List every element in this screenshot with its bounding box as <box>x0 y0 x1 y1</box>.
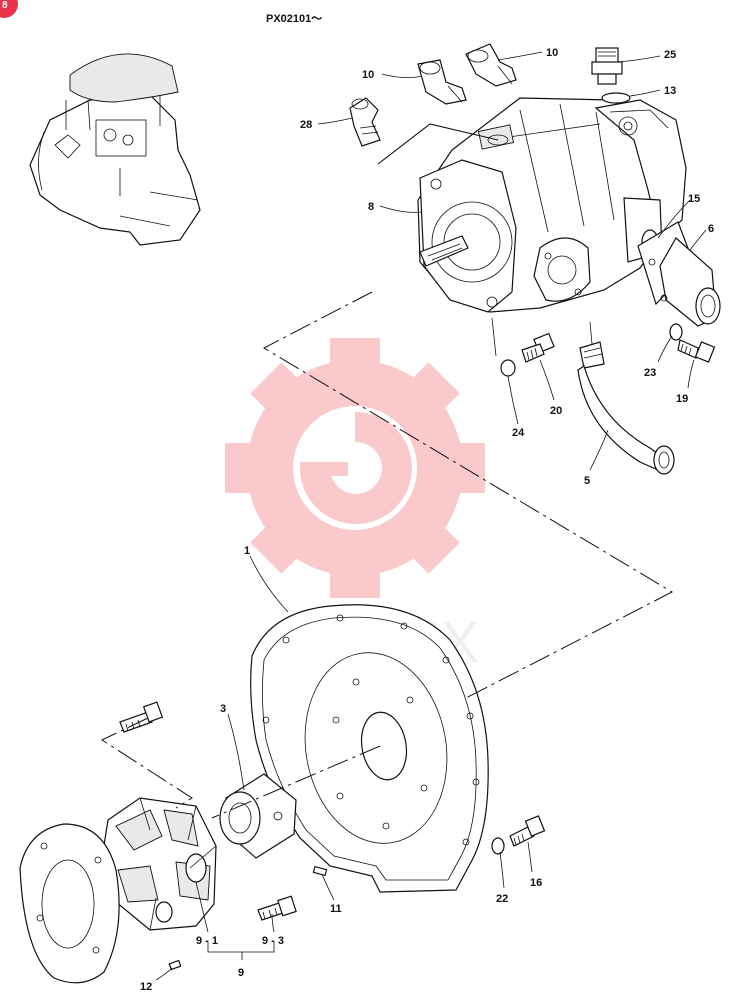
bolt-16 <box>509 815 546 847</box>
straight-fitting-25 <box>591 47 623 85</box>
callout-9: 9 <box>238 967 244 979</box>
callout-16: 16 <box>530 877 542 889</box>
callout-28: 28 <box>300 119 312 131</box>
bolt-upper-left <box>119 701 164 733</box>
corner-badge-text: 8 <box>2 0 8 11</box>
watermark-gear-icon <box>225 338 485 598</box>
washer-23 <box>669 323 683 341</box>
elbow-fitting-28 <box>349 97 381 147</box>
callout-9-1: 9 - 1 <box>196 935 218 947</box>
callout-24: 24 <box>512 427 525 439</box>
callout-15: 15 <box>688 193 700 205</box>
machine-overview-thumbnail <box>29 53 201 246</box>
callout-13: 13 <box>664 85 676 97</box>
washer-24 <box>500 359 516 377</box>
corner-badge: 8 <box>0 0 18 18</box>
serial-range-label: PX02101～ <box>266 13 322 25</box>
o-ring-13 <box>601 92 631 104</box>
callout-10b: 10 <box>546 47 558 59</box>
hose-pipe-5 <box>577 341 675 475</box>
callout-5: 5 <box>584 475 590 487</box>
callout-8: 8 <box>368 201 374 213</box>
flange-adapter-6 <box>637 221 721 327</box>
socket-bolt-9-3 <box>257 895 297 921</box>
callout-10a: 10 <box>362 69 374 81</box>
set-screw-12 <box>168 959 182 971</box>
callout-9-3: 9 - 3 <box>262 935 284 947</box>
callout-20: 20 <box>550 405 562 417</box>
callout-labels: 10 10 25 13 28 8 15 6 23 19 20 24 5 1 3 … <box>140 47 714 993</box>
elbow-fitting-10b <box>465 43 517 87</box>
bushing-3 <box>219 773 297 859</box>
callout-6: 6 <box>708 223 714 235</box>
coupling-plate-9-1 <box>19 823 120 984</box>
callout-3: 3 <box>220 703 226 715</box>
callout-11: 11 <box>330 903 342 915</box>
washer-22 <box>491 837 505 855</box>
callout-12: 12 <box>140 981 152 993</box>
callout-1: 1 <box>244 545 250 557</box>
callout-23: 23 <box>644 367 656 379</box>
elbow-fitting-10a <box>417 59 467 105</box>
rubber-coupling-9 <box>101 797 217 931</box>
callout-19: 19 <box>676 393 688 405</box>
bolt-20 <box>521 332 555 363</box>
callout-22: 22 <box>496 893 508 905</box>
hydraulic-pump-assembly <box>417 97 687 313</box>
leader-lines <box>155 51 707 981</box>
pin-11 <box>312 865 328 877</box>
flywheel-housing-1 <box>250 604 489 893</box>
assembly-lines <box>100 123 674 960</box>
callout-25: 25 <box>664 49 676 61</box>
bolt-19 <box>677 339 716 363</box>
